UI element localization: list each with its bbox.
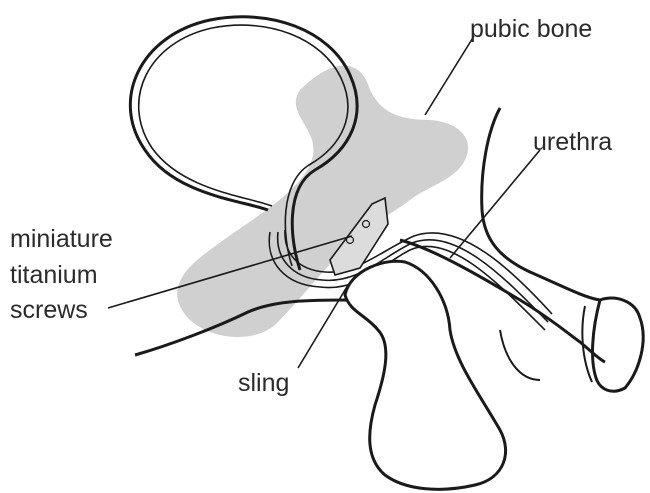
leader-pubic-bone — [425, 36, 474, 115]
scrotum-outline — [345, 261, 506, 489]
scrotum-fold — [500, 330, 540, 380]
leader-sling — [298, 285, 348, 368]
label-screws-line3: screws — [10, 295, 88, 325]
glans-outline — [593, 298, 644, 391]
label-screws-line2: titanium — [10, 260, 98, 290]
label-sling: sling — [238, 368, 289, 398]
glans-rim — [582, 306, 592, 382]
leader-urethra — [450, 150, 540, 258]
label-screws-line1: miniature — [10, 224, 113, 254]
label-pubic-bone: pubic bone — [470, 14, 592, 44]
label-urethra: urethra — [533, 127, 612, 157]
